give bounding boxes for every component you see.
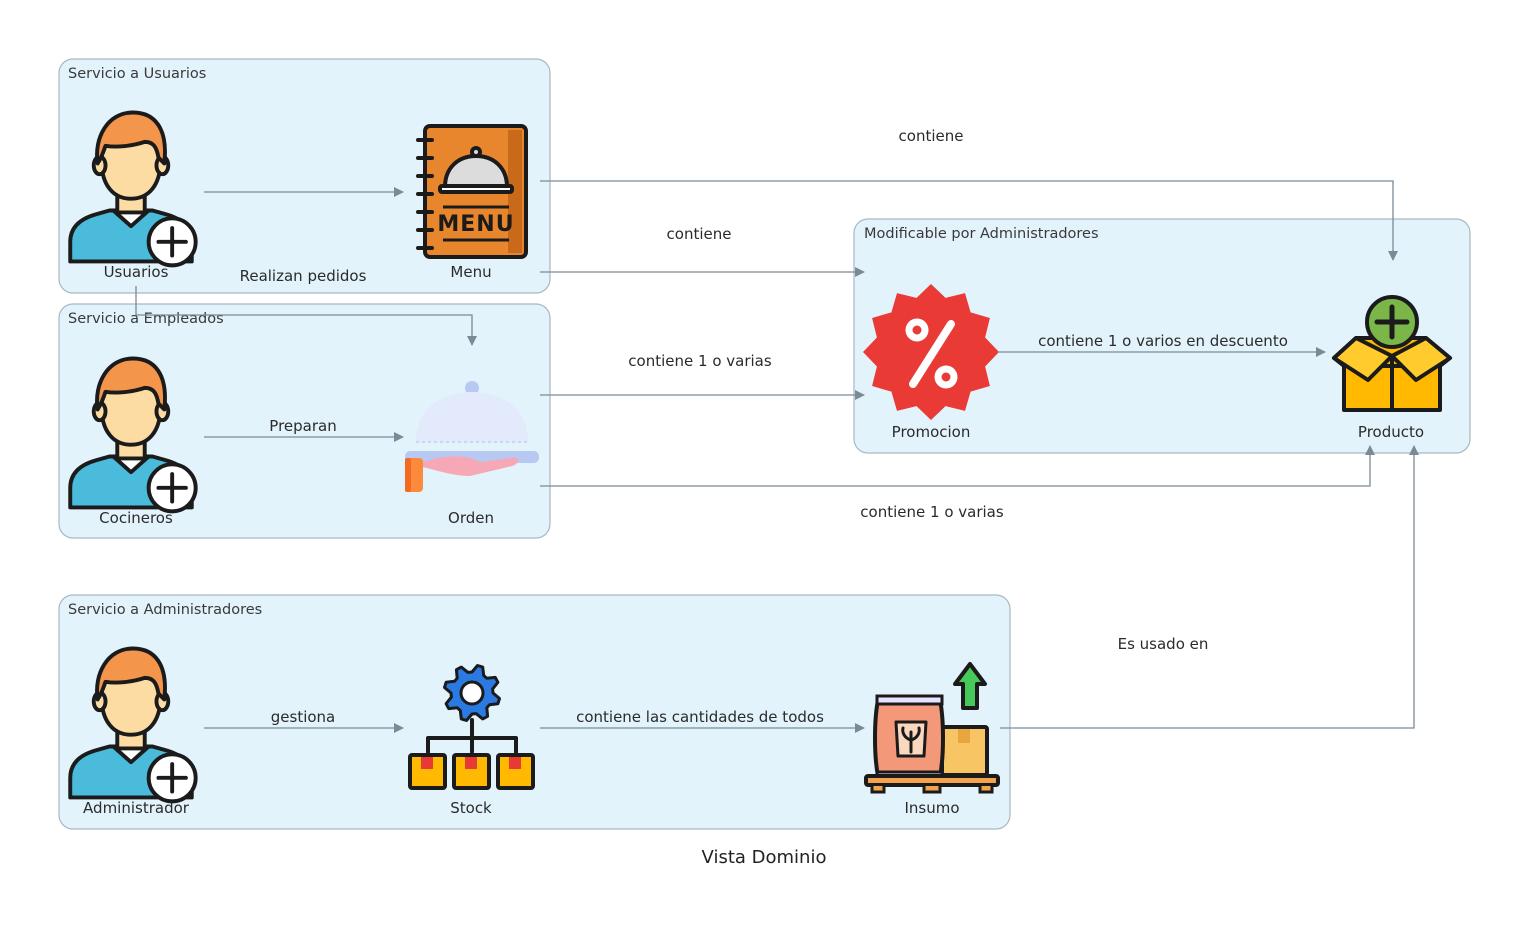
edge-label-es-usado-en: Es usado en [1118,635,1209,653]
node-administrador[interactable]: Administrador [68,646,198,817]
node-menu[interactable]: MENU Menu [416,124,528,281]
stock-box-left [408,753,447,790]
node-label-producto: Producto [1358,423,1424,441]
edge-label-contiene-varias-1: contiene 1 o varias [628,352,772,370]
node-usuarios[interactable]: Usuarios [68,110,198,281]
edge-menu-promocion: contiene [540,225,865,277]
cluster-modificable: Modificable por Administradores [853,218,1471,454]
node-label-orden: Orden [448,509,494,527]
percent-badge-icon [863,284,999,420]
box-plus-icon [1332,295,1452,412]
svg-text:MENU: MENU [437,212,514,237]
edge-orden-promocion: contiene 1 o varias [540,352,865,400]
node-label-insumo: Insumo [904,799,959,817]
edge-label-realizan-pedidos: Realizan pedidos [240,267,367,285]
node-stock[interactable]: Stock [408,664,535,818]
cluster-title-empleados: Servicio a Empleados [68,311,224,327]
edge-administrador-stock: gestiona [204,708,404,733]
stock-box-center [452,753,491,790]
gear-hierarchy-icon [408,664,535,790]
node-insumo[interactable]: Insumo [864,662,1000,817]
node-producto[interactable]: Producto [1332,295,1452,441]
cluster-title-usuarios: Servicio a Usuarios [68,66,206,82]
node-label-promocion: Promocion [892,423,971,441]
cluster-title-administradores: Servicio a Administradores [68,602,262,618]
edge-stock-insumo: contiene las cantidades de todos [540,708,865,733]
node-orden[interactable]: Orden [405,381,539,527]
edge-cocineros-orden: Preparan [204,417,404,442]
edge-label-cantidades: contiene las cantidades de todos [576,708,824,726]
edge-label-descuento: contiene 1 o varios en descuento [1038,332,1288,350]
node-label-usuarios: Usuarios [104,263,169,281]
edge-usuarios-orden [135,286,477,346]
stock-box-right [496,753,535,790]
diagram-caption: Vista Dominio [702,847,827,868]
menu-book-icon: MENU [416,124,528,259]
cluster-title-modificable: Modificable por Administradores [864,226,1099,242]
edge-usuarios-menu: Realizan pedidos [204,187,404,285]
supply-sack-icon [864,662,1000,794]
edge-label-preparan: Preparan [269,417,336,435]
edge-promocion-producto: contiene 1 o varios en descuento [999,332,1326,357]
edge-insumo-producto: Es usado en [1000,445,1419,729]
node-label-cocineros: Cocineros [99,509,173,527]
cluster-servicio-administradores: Servicio a Administradores [58,594,1011,830]
node-label-menu: Menu [450,263,491,281]
node-label-stock: Stock [450,799,492,817]
edge-orden-producto: contiene 1 o varias [540,445,1375,521]
serving-cloche-icon [405,381,539,492]
edge-label-gestiona: gestiona [271,708,336,726]
node-cocineros[interactable]: Cocineros [68,356,198,527]
node-label-administrador: Administrador [83,799,190,817]
edge-menu-producto: contiene [540,127,1398,261]
edge-label-contiene-varias-2: contiene 1 o varias [860,503,1004,521]
node-promocion[interactable]: Promocion [863,284,999,441]
edge-label-contiene-1: contiene [899,127,964,145]
edge-label-contiene-2: contiene [667,225,732,243]
